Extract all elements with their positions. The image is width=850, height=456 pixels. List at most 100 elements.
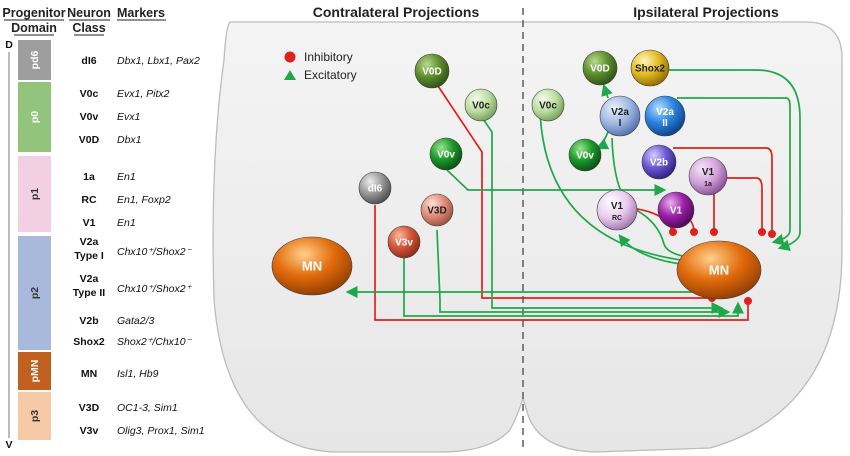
row-markers-5: En1, Foxp2: [117, 194, 171, 206]
neuron-label: V0v: [437, 150, 455, 161]
neuron-i-shox2: Shox2: [630, 49, 670, 87]
neuron-c-v3v: V3v: [387, 225, 421, 259]
legend-inhibitory-label: Inhibitory: [304, 50, 353, 64]
neuron-body: [568, 138, 602, 172]
ipsi-v2a1-to-v0d: [601, 83, 613, 99]
neuron-body: [596, 189, 638, 231]
neuron-body: [429, 137, 463, 171]
neuron-label: Shox2: [635, 64, 665, 75]
neuron-sublabel: II: [662, 118, 668, 129]
neuron-body: [420, 193, 454, 227]
row-class-0: dI6: [81, 55, 96, 67]
ipsi-v2b-to-mn: [673, 147, 773, 232]
neuron-label: V2a: [656, 107, 674, 118]
row-markers-10: Shox2⁺/Chx10⁻: [117, 336, 193, 348]
neuron-c-v0v: V0v: [429, 137, 463, 171]
neuron-label: V1: [670, 206, 683, 217]
neuron-sublabel: RC: [612, 215, 622, 222]
row-class-6: V1: [83, 217, 96, 229]
neuron-body: [688, 156, 728, 196]
neuron-c-v0d: V0D: [414, 53, 450, 89]
neuron-sublabel: I: [619, 118, 622, 129]
row-class-4: 1a: [83, 171, 95, 183]
ipsi-v1-terminal: [710, 228, 718, 236]
neuron-i-v1: V1: [657, 191, 695, 229]
legend-excitatory-label: Excitatory: [304, 68, 357, 82]
domain-label-p2: p2: [29, 287, 41, 299]
ipsi-v2a1-to-mn: [611, 137, 701, 264]
domain-label-p0: p0: [29, 111, 41, 123]
header-markers: Markers: [117, 6, 165, 20]
ipsi-v2a2-to-mn: [677, 97, 791, 246]
ipsilateral-title: Ipsilateral Projections: [633, 4, 779, 20]
neuron-c-di6: dI6: [358, 171, 392, 205]
row-class-11: MN: [81, 368, 97, 380]
neuron-label: V0c: [472, 101, 490, 112]
neuron-sublabel: 1a: [704, 181, 712, 188]
neuron-i-v0d: V0D: [582, 50, 618, 86]
domain-label-pmn: pMN: [29, 360, 41, 383]
row-markers-8: Chx10⁺/Shox2⁺: [117, 283, 193, 295]
row-class-9: V2b: [79, 315, 98, 327]
ipsi-v1a-terminal: [758, 228, 766, 236]
neuron-i-mn: MN: [676, 240, 762, 300]
neuron-body: [582, 50, 618, 86]
domain-bar-p1: [18, 156, 51, 232]
row-markers-2: Evx1: [117, 111, 140, 123]
row-markers-0: Dbx1, Lbx1, Pax2: [117, 55, 200, 67]
ipsi-v1a-to-mn: [726, 177, 763, 230]
neuron-label: dI6: [368, 184, 383, 195]
row-class-12: V3D: [79, 402, 100, 414]
domain-bar-p0: [18, 82, 51, 152]
ipsi-v2b-terminal: [768, 230, 776, 238]
row-markers-11: Isl1, Hb9: [117, 368, 159, 380]
neuron-body: [599, 95, 641, 137]
header-domain-line2: Domain: [11, 21, 57, 35]
spinal-cord-outline: [212, 21, 843, 453]
row-class-8: V2a: [80, 273, 99, 285]
contra-di6-to-mn: [374, 205, 749, 321]
neuron-label: MN: [302, 259, 322, 274]
ipsilateral-connections: [539, 69, 801, 268]
neuron-body: [641, 144, 677, 180]
contralateral-title: Contralateral Projections: [313, 4, 480, 20]
row-class-3: V0D: [79, 134, 100, 146]
row-markers-6: En1: [117, 217, 136, 229]
neuron-body: [271, 236, 353, 296]
row-markers-13: Olig3, Prox1, Sim1: [117, 425, 205, 437]
contralateral-connections: [345, 79, 749, 321]
neuron-label: MN: [709, 263, 729, 278]
row-markers-7: Chx10⁺/Shox2⁻: [117, 246, 193, 258]
neuron-label: V2a: [611, 107, 629, 118]
neuron-label: V1: [611, 201, 624, 212]
neuron-body: [676, 240, 762, 300]
row-markers-4: En1: [117, 171, 136, 183]
ipsi-v0c-to-mn: [539, 109, 701, 268]
row-class-13: V3v: [80, 425, 99, 437]
neuron-label: V3D: [427, 206, 446, 217]
neuron-label: V2b: [650, 158, 668, 169]
neuron-i-v2b: V2b: [641, 144, 677, 180]
neuron-body: [531, 88, 565, 122]
neuron-body: [387, 225, 421, 259]
row-class-sub-8: Type II: [73, 287, 106, 299]
contra-v0c-to-mn: [480, 115, 724, 314]
row-markers-9: Gata2/3: [117, 315, 155, 327]
neuron-body: [414, 53, 450, 89]
domain-label-p3: p3: [29, 410, 41, 422]
row-class-sub-7: Type I: [74, 250, 104, 262]
neuron-i-v0v: V0v: [568, 138, 602, 172]
neuron-label: V0D: [422, 67, 441, 78]
ipsi-shox2-to-mn: [654, 69, 801, 251]
neuron-c-v3d: V3D: [420, 193, 454, 227]
neuron-label: V3v: [395, 238, 413, 249]
ipsi-v1rc-terminal: [669, 228, 677, 236]
